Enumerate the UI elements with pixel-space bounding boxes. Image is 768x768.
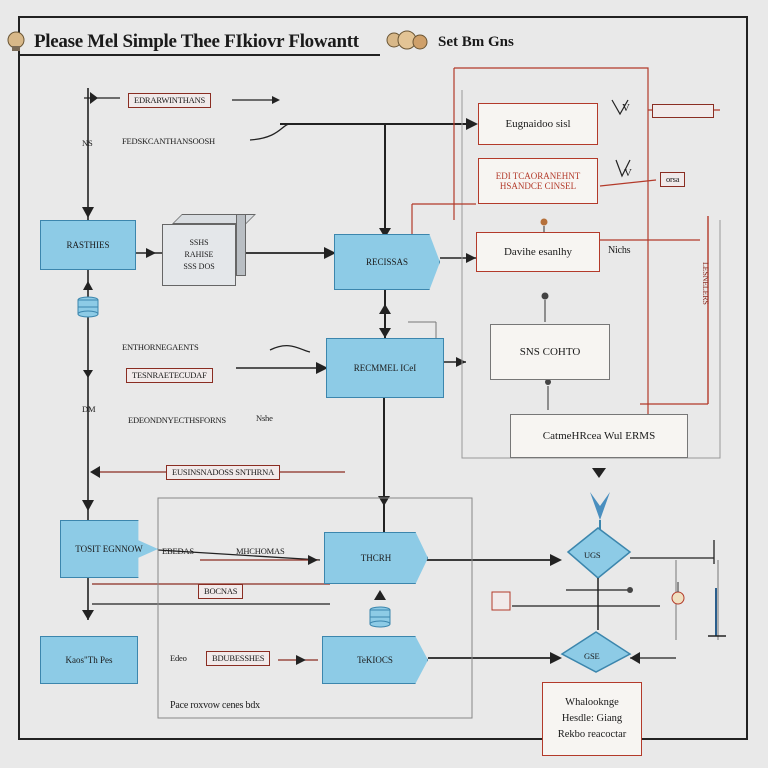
box-catmehrcea[interactable]: CatmeHRcea Wul ERMS <box>510 414 688 458</box>
tag-box-1 <box>652 104 714 118</box>
plug-icon-3 <box>545 379 551 410</box>
bottom-line-2: Hesdle: Giang <box>561 713 623 724</box>
label-enthorne: ENTHORNEGAENTS <box>122 342 199 352</box>
box-sns-cohto[interactable]: SNS COHTO <box>490 324 610 380</box>
cube-line-3: SSS DOS <box>183 262 215 271</box>
arrow-down-cluster <box>590 492 610 532</box>
node-cube[interactable]: SSHS RAHISE SSS DOS <box>162 214 256 286</box>
tag-box-2: orsa <box>660 172 686 187</box>
label-edeond: EDEONDNYECTHSFORNS <box>128 415 226 425</box>
label-dm: DM <box>82 404 96 414</box>
diagram-subtitle: Set Bm Gns <box>438 34 514 50</box>
database-icon-left <box>77 296 99 318</box>
label-nichs: Nichs <box>608 245 631 256</box>
box-legend-bottom: Whalooknge Hesdle: Giang Rekbo reacoctar <box>542 682 642 756</box>
tag-v2: V <box>624 167 632 179</box>
box-edi-line2: HSANDCE CINSEL <box>499 181 577 191</box>
box-edi[interactable]: EDI TCAORANEHNT HSANDCE CINSEL <box>478 158 598 204</box>
label-bdubes: BDUBESSHES <box>206 651 271 666</box>
title-underline <box>20 54 380 56</box>
node-kaos[interactable]: Kaos"Th Pes <box>40 636 138 684</box>
node-recmmel[interactable]: RECMMEL ICeI <box>326 338 444 398</box>
label-vertical: LESNELERS <box>701 262 710 305</box>
label-edrar: EDRARWINTHANS <box>128 93 212 108</box>
label-mhenes: MHCHOMAS <box>236 546 285 556</box>
bottom-line-3: Rekbo reacoctar <box>557 729 627 740</box>
label-ebedas: EBEDAS <box>162 546 194 556</box>
diamond-label-1: UGS <box>584 550 601 560</box>
bottom-line-1: Whalooknge <box>565 697 619 708</box>
label-ns: NS <box>82 138 93 148</box>
diagram-frame <box>18 16 748 740</box>
label-bocnas: BOCNAS <box>198 584 244 599</box>
label-tesnr: TESNRAETECUDAF <box>126 368 213 383</box>
plug-icon-2 <box>541 292 549 322</box>
bulb-icon <box>671 582 685 605</box>
pen-icon <box>708 588 726 637</box>
node-thcrh[interactable]: THCRH <box>324 532 428 584</box>
cube-line-1: SSHS <box>189 238 209 247</box>
label-fedsk: FEDSKCANTHANSOOSH <box>122 136 215 146</box>
database-icon-center <box>369 606 391 628</box>
label-edeo: Edeo <box>170 653 187 663</box>
diagram-title: Please Mel Simple Thee FIkiovr Flowantt <box>34 31 359 52</box>
subtitle-heads-icon <box>386 30 428 50</box>
label-nshe: Nshe <box>256 413 273 423</box>
box-davihe[interactable]: Davihe esanlhy <box>476 232 600 272</box>
label-eusins: EUSINSNADOSS SNTHRNA <box>166 465 281 480</box>
title-head-icon <box>7 31 25 51</box>
label-bottom: Pace roxvow cenes bdx <box>170 700 260 711</box>
cube-line-2: RAHISE <box>184 250 214 259</box>
node-tekiocs[interactable]: TeKIOCS <box>322 636 428 684</box>
tag-v1: V <box>622 102 630 114</box>
node-recissas[interactable]: RECISSAS <box>334 234 440 290</box>
node-rasthies[interactable]: RASTHIES <box>40 220 136 270</box>
diamond-label-2: GSE <box>584 651 600 661</box>
box-edi-line1: EDI TCAORANEHNT <box>495 171 581 181</box>
box-eugnaidoo[interactable]: Eugnaidoo sisl <box>478 103 598 145</box>
